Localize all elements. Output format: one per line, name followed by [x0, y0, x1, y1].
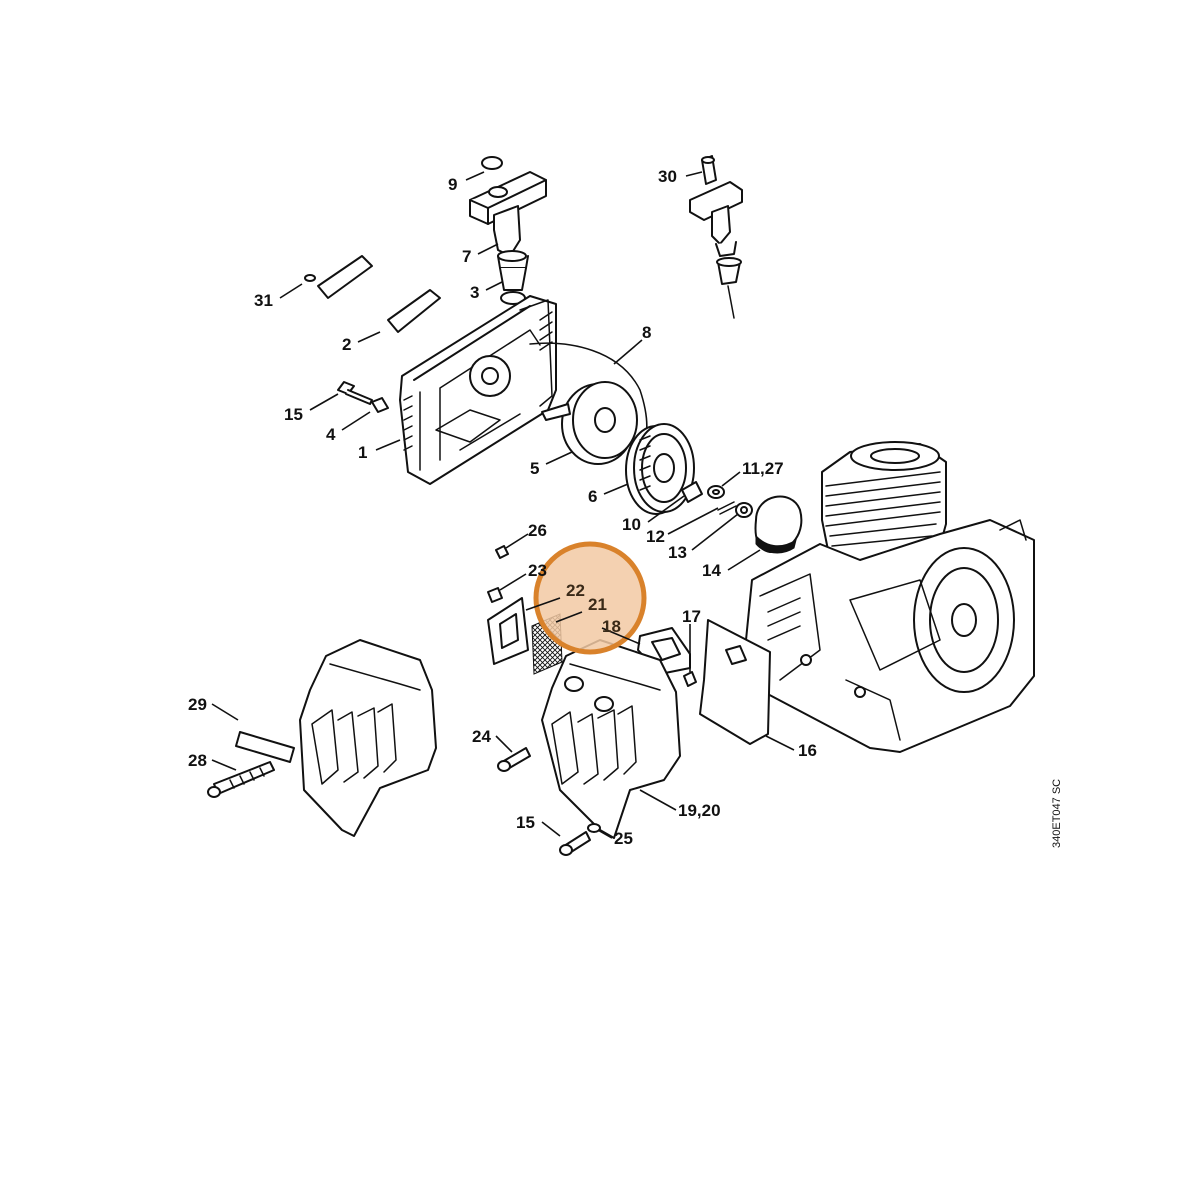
callout-17: 17 [682, 607, 701, 626]
callout-19-20: 19,20 [678, 801, 721, 820]
drawing-code: 340ET047 SC [1051, 779, 1063, 848]
callout-24: 24 [472, 727, 491, 746]
pawl-washer-clip-nut [681, 481, 753, 518]
callout-26: 26 [528, 521, 547, 540]
muffler-right [497, 639, 681, 856]
callout-8: 8 [642, 323, 651, 342]
leader-lines [211, 171, 795, 839]
callout-25: 25 [614, 829, 633, 848]
rope-rotor [625, 423, 695, 515]
callout-15-top: 15 [284, 405, 303, 424]
callout-15-bottom: 15 [516, 813, 535, 832]
callout-14: 14 [702, 561, 721, 580]
callout-23: 23 [528, 561, 547, 580]
callout-16: 16 [798, 741, 817, 760]
callout-11-27: 11,27 [742, 459, 784, 478]
decal-plates [304, 255, 441, 333]
callout-7: 7 [462, 247, 471, 266]
callout-1: 1 [358, 443, 367, 462]
engine-crankcase-cylinder [745, 441, 1035, 753]
callout-labels: 9 30 7 31 3 2 8 15 4 1 5 6 11,27 10 12 1… [188, 167, 817, 848]
callout-9: 9 [448, 175, 457, 194]
callout-4: 4 [326, 425, 336, 444]
callout-3: 3 [470, 283, 479, 302]
callout-30: 30 [658, 167, 677, 186]
fan-housing [399, 295, 557, 485]
screws-small [487, 545, 697, 687]
callout-5: 5 [530, 459, 539, 478]
heat-shield [699, 619, 771, 745]
callout-10: 10 [622, 515, 641, 534]
fan-wheel [754, 495, 803, 554]
callout-29: 29 [188, 695, 207, 714]
callout-31: 31 [254, 291, 273, 310]
rewind-spring [541, 381, 638, 465]
highlight-marker [533, 541, 647, 655]
callout-28: 28 [188, 751, 207, 770]
elastostart-handle-assembly [689, 155, 743, 319]
callout-12: 12 [646, 527, 665, 546]
muffler-left [207, 639, 437, 837]
callout-2: 2 [342, 335, 351, 354]
starter-grip-assembly [469, 156, 547, 305]
housing-screw-and-sleeve [337, 381, 389, 413]
callout-6: 6 [588, 487, 597, 506]
callout-21: 21 [588, 595, 607, 614]
callout-18: 18 [602, 617, 621, 636]
callout-22: 22 [566, 581, 585, 600]
callout-13: 13 [668, 543, 687, 562]
